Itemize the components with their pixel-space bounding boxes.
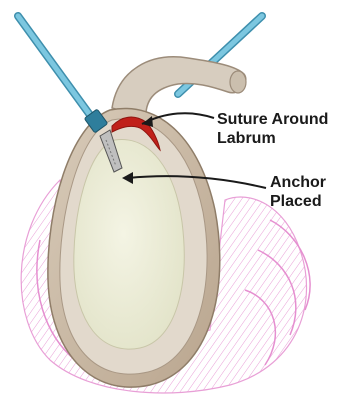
- anchor-annotation-line2: Placed: [270, 192, 326, 211]
- anchor-annotation-line1: Anchor: [270, 173, 326, 192]
- suture-annotation-line2: Labrum: [217, 129, 328, 148]
- suture-annotation-line1: Suture Around: [217, 110, 328, 129]
- suture-annotation-label: Suture Around Labrum: [217, 110, 328, 148]
- anchor-annotation-label: Anchor Placed: [270, 173, 326, 211]
- cannula-left: [18, 16, 108, 133]
